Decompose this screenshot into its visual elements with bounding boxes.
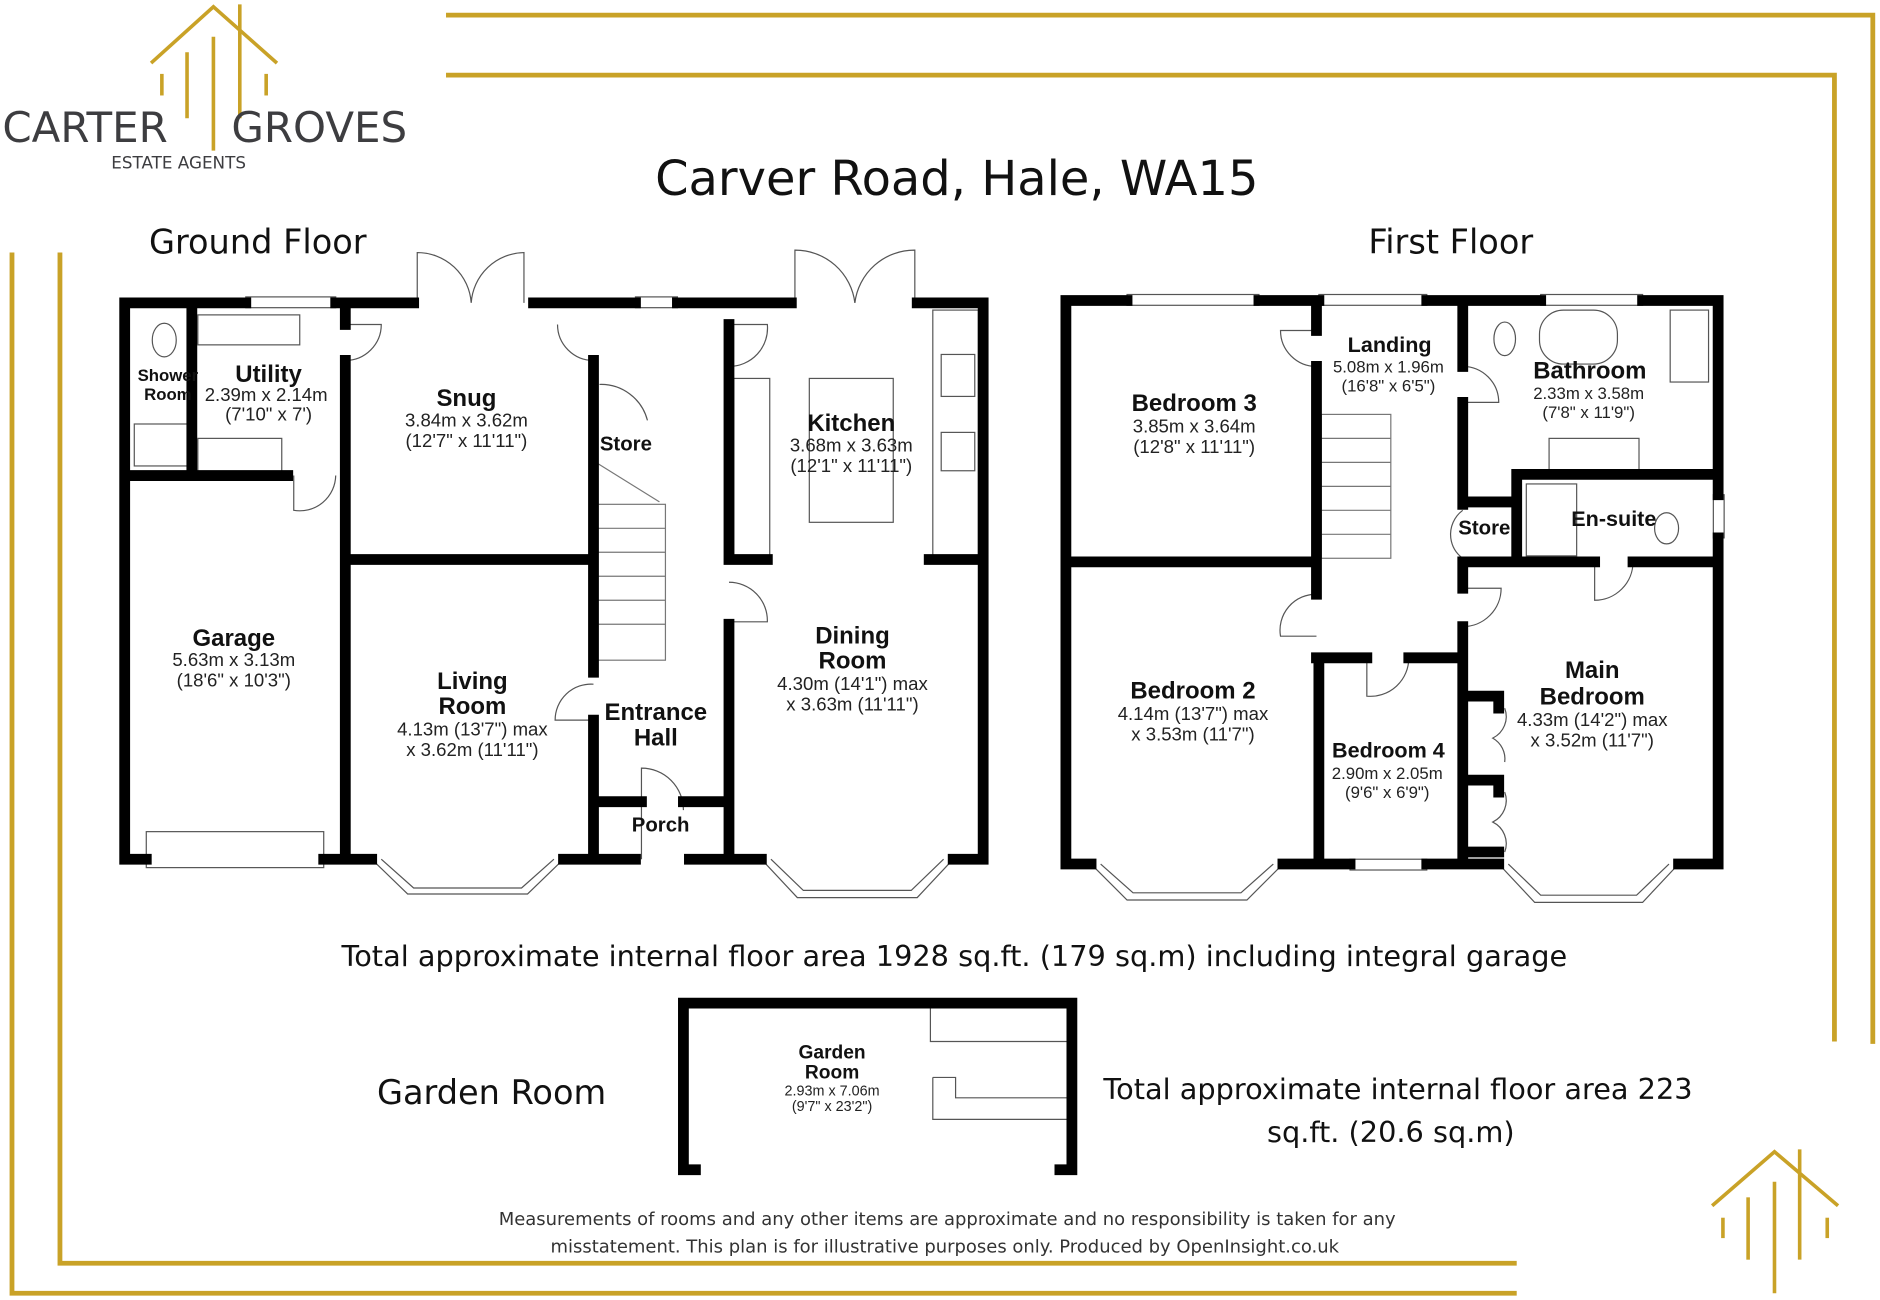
svg-text:5.63m x 3.13m: 5.63m x 3.13m — [172, 649, 295, 670]
garden-area-line1: Total approximate internal floor area 22… — [1102, 1072, 1692, 1106]
svg-text:Snug: Snug — [436, 385, 496, 412]
svg-text:4.14m (13'7") max: 4.14m (13'7") max — [1118, 703, 1269, 724]
svg-text:x 3.53m (11'7"): x 3.53m (11'7") — [1131, 724, 1254, 745]
room-store: Store — [1458, 517, 1510, 539]
svg-text:Kitchen: Kitchen — [807, 410, 895, 437]
svg-text:4.33m (14'2") max: 4.33m (14'2") max — [1517, 709, 1668, 730]
svg-text:(9'6" x 6'9"): (9'6" x 6'9") — [1345, 783, 1429, 802]
svg-text:(12'8" x 11'11"): (12'8" x 11'11") — [1133, 436, 1255, 457]
logo-name-right: GROVES — [231, 103, 407, 152]
svg-text:4.30m (14'1") max: 4.30m (14'1") max — [777, 673, 928, 694]
svg-text:(12'7" x 11'11"): (12'7" x 11'11") — [405, 430, 527, 451]
svg-text:2.39m x 2.14m: 2.39m x 2.14m — [205, 384, 328, 405]
disclaimer-line2: misstatement. This plan is for illustrat… — [551, 1236, 1340, 1257]
garden-room-label: Garden Room — [377, 1073, 606, 1112]
svg-text:Room: Room — [819, 648, 887, 675]
svg-text:Landing: Landing — [1348, 332, 1432, 357]
svg-text:Entrance: Entrance — [605, 699, 708, 726]
svg-text:Bedroom 2: Bedroom 2 — [1130, 678, 1255, 705]
svg-text:Room: Room — [144, 385, 191, 404]
carter-groves-logo: CARTER GROVES ESTATE AGENTS — [2, 4, 407, 173]
svg-text:Shower: Shower — [138, 366, 199, 385]
page-title: Carver Road, Hale, WA15 — [655, 151, 1258, 207]
svg-text:Room: Room — [805, 1063, 859, 1084]
svg-text:2.93m x 7.06m: 2.93m x 7.06m — [785, 1083, 880, 1099]
ground-floor-plan — [119, 249, 989, 899]
svg-text:Bedroom 3: Bedroom 3 — [1132, 390, 1257, 417]
svg-text:Hall: Hall — [634, 724, 678, 751]
svg-text:Main: Main — [1565, 657, 1620, 684]
gold-frame — [9, 12, 1876, 1296]
svg-text:3.84m x 3.62m: 3.84m x 3.62m — [405, 409, 528, 430]
windows-doors — [1090, 293, 1725, 903]
garden-area-line2: sq.ft. (20.6 sq.m) — [1267, 1115, 1515, 1149]
svg-text:x 3.52m (11'7"): x 3.52m (11'7") — [1531, 730, 1654, 751]
svg-text:Store: Store — [1458, 517, 1510, 539]
svg-text:Bedroom 4: Bedroom 4 — [1332, 737, 1445, 762]
staircase — [1320, 413, 1392, 559]
first-floor-room-labels: Bedroom 33.85m x 3.64m(12'8" x 11'11") L… — [1118, 332, 1669, 802]
svg-text:(12'1" x 11'11"): (12'1" x 11'11") — [790, 455, 912, 476]
svg-text:(18'6" x 10'3"): (18'6" x 10'3") — [177, 670, 291, 691]
logo-name-left: CARTER — [2, 103, 167, 152]
svg-text:Garage: Garage — [192, 625, 275, 652]
room-bedroom-3: Bedroom 33.85m x 3.64m(12'8" x 11'11") — [1132, 390, 1257, 457]
first-floor-label: First Floor — [1368, 223, 1533, 262]
room-bedroom-4: Bedroom 4 2.90m x 2.05m(9'6" x 6'9") — [1332, 737, 1445, 802]
svg-text:En-suite: En-suite — [1571, 506, 1656, 531]
svg-text:(7'8" x 11'9"): (7'8" x 11'9") — [1542, 403, 1635, 422]
room-store: Store — [600, 433, 652, 455]
svg-text:(7'10" x 7'): (7'10" x 7') — [225, 403, 312, 424]
svg-text:Garden: Garden — [799, 1042, 866, 1063]
room-porch: Porch — [632, 815, 690, 837]
ground-floor-label: Ground Floor — [149, 223, 367, 262]
svg-text:2.90m x 2.05m: 2.90m x 2.05m — [1332, 764, 1443, 783]
svg-text:(9'7" x 23'2"): (9'7" x 23'2") — [792, 1099, 872, 1115]
staircase — [595, 461, 667, 661]
windows-doors — [133, 249, 979, 899]
svg-text:Store: Store — [600, 433, 652, 455]
svg-text:Bathroom: Bathroom — [1533, 357, 1646, 384]
svg-text:x 3.63m (11'11"): x 3.63m (11'11") — [786, 694, 918, 715]
first-floor-plan — [1060, 293, 1725, 903]
logo-tagline: ESTATE AGENTS — [111, 153, 246, 173]
svg-text:Room: Room — [438, 693, 506, 720]
svg-text:x 3.62m (11'11"): x 3.62m (11'11") — [406, 739, 538, 760]
garden-room-plan: Garden Room 2.93m x 7.06m (9'7" x 23'2") — [678, 997, 1078, 1176]
svg-text:Porch: Porch — [632, 815, 690, 837]
svg-text:Living: Living — [437, 668, 508, 695]
svg-text:Dining: Dining — [815, 622, 890, 649]
total-area-text: Total approximate internal floor area 19… — [341, 939, 1568, 973]
house-corner-icon — [1710, 1149, 1840, 1294]
svg-text:Bedroom: Bedroom — [1540, 684, 1645, 711]
svg-text:5.08m x 1.96m: 5.08m x 1.96m — [1333, 357, 1444, 376]
svg-text:Utility: Utility — [235, 361, 302, 388]
disclaimer-line1: Measurements of rooms and any other item… — [499, 1209, 1396, 1230]
svg-text:2.33m x 3.58m: 2.33m x 3.58m — [1533, 384, 1644, 403]
svg-text:3.68m x 3.63m: 3.68m x 3.63m — [790, 435, 913, 456]
svg-text:3.85m x 3.64m: 3.85m x 3.64m — [1133, 415, 1256, 436]
svg-text:4.13m (13'7") max: 4.13m (13'7") max — [397, 719, 548, 740]
svg-text:(16'8" x 6'5"): (16'8" x 6'5") — [1342, 377, 1436, 396]
house-logo-icon — [149, 4, 279, 151]
room-en-suite: En-suite — [1571, 506, 1656, 531]
